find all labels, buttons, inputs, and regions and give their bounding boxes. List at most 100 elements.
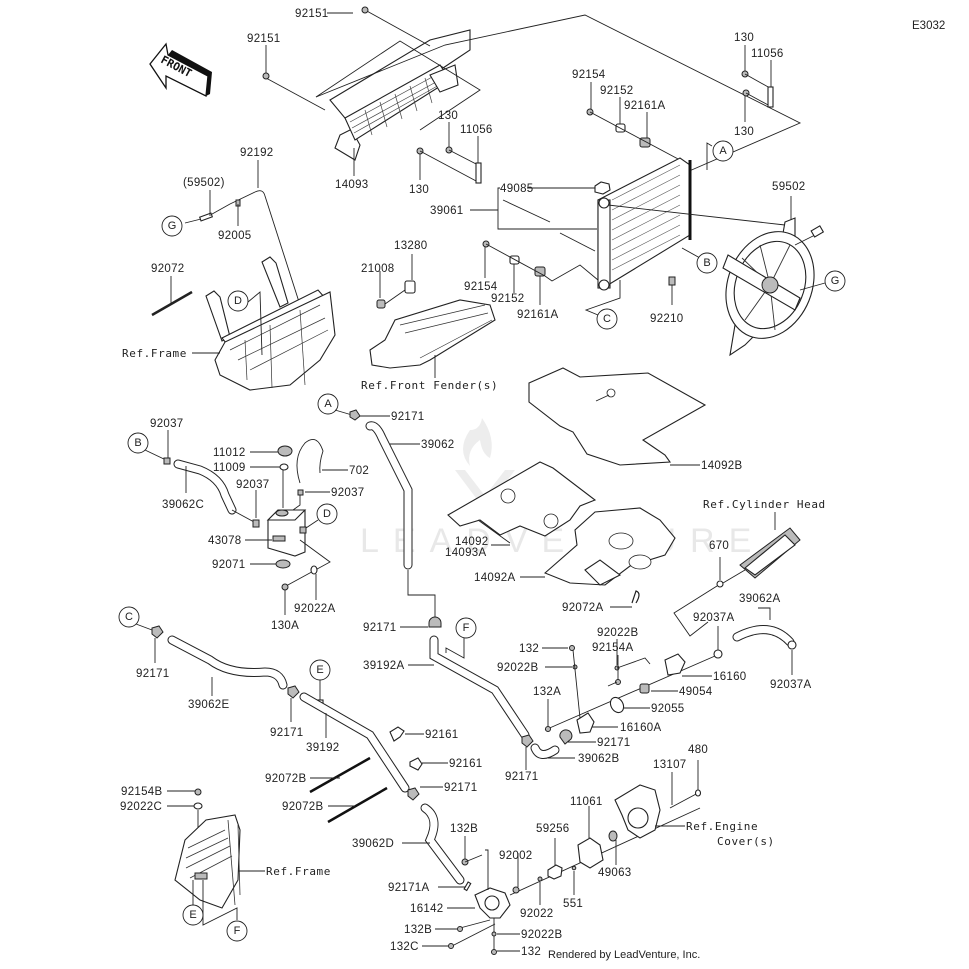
- callout-C-top: C: [584, 280, 621, 330]
- label-132-top[interactable]: 132: [519, 643, 539, 655]
- label-130A[interactable]: 130A: [271, 620, 299, 632]
- label-92152-mid[interactable]: 92152: [491, 293, 524, 305]
- label-13280[interactable]: 13280: [394, 240, 427, 252]
- label-551[interactable]: 551: [563, 898, 583, 910]
- label-92022B-bot[interactable]: 92022B: [521, 929, 562, 941]
- label-132A[interactable]: 132A: [533, 686, 561, 698]
- ref-front-fender[interactable]: Ref.Front Fender(s): [361, 379, 498, 392]
- label-92022C[interactable]: 92022C: [120, 801, 162, 813]
- label-92037-d[interactable]: 92037: [236, 479, 269, 491]
- label-480[interactable]: 480: [688, 744, 708, 756]
- ref-frame-bottom[interactable]: Ref.Frame: [266, 865, 331, 878]
- label-43078[interactable]: 43078: [208, 535, 241, 547]
- label-92210[interactable]: 92210: [650, 313, 683, 325]
- label-132B-top[interactable]: 132B: [450, 823, 478, 835]
- label-92005[interactable]: 92005: [218, 230, 251, 242]
- svg-text:C: C: [603, 313, 611, 325]
- label-92072B-a[interactable]: 92072B: [265, 773, 306, 785]
- label-92022B-r[interactable]: 92022B: [597, 627, 638, 639]
- label-39062B[interactable]: 39062B: [578, 753, 619, 765]
- label-16160A[interactable]: 16160A: [620, 722, 661, 734]
- label-14092[interactable]: 14092: [455, 536, 488, 548]
- label-130-a[interactable]: 130: [438, 110, 458, 122]
- label-49054[interactable]: 49054: [679, 686, 713, 698]
- label-92055[interactable]: 92055: [651, 703, 684, 715]
- label-39061[interactable]: 39061: [430, 205, 463, 217]
- label-92161-b[interactable]: 92161: [449, 758, 482, 770]
- label-92022[interactable]: 92022: [520, 908, 553, 920]
- label-21008[interactable]: 21008: [361, 263, 394, 275]
- label-92071[interactable]: 92071: [212, 559, 245, 571]
- label-16160[interactable]: 16160: [713, 671, 746, 683]
- label-13107[interactable]: 13107: [653, 759, 686, 771]
- label-11009[interactable]: 11009: [213, 462, 246, 474]
- ref-engine-cover-2[interactable]: Cover(s): [717, 835, 775, 848]
- label-132-bot[interactable]: 132: [521, 946, 541, 958]
- label-92171-d[interactable]: 92171: [270, 727, 303, 739]
- label-39062[interactable]: 39062: [421, 439, 454, 451]
- label-92154A[interactable]: 92154A: [592, 642, 633, 654]
- label-92192[interactable]: 92192: [240, 147, 273, 159]
- label-11056-a[interactable]: 11056: [460, 124, 493, 136]
- label-92171-g[interactable]: 92171: [505, 771, 538, 783]
- label-92151-left[interactable]: 92151: [247, 33, 280, 45]
- label-92002[interactable]: 92002: [499, 850, 532, 862]
- label-92072A[interactable]: 92072A: [562, 602, 603, 614]
- label-92154B[interactable]: 92154B: [121, 786, 162, 798]
- label-92072[interactable]: 92072: [151, 263, 184, 275]
- svg-text:A: A: [719, 145, 727, 157]
- label-14093A[interactable]: 14093A: [445, 547, 486, 559]
- label-702[interactable]: 702: [349, 465, 369, 477]
- label-14093[interactable]: 14093: [335, 179, 368, 191]
- ref-cylinder-head[interactable]: Ref.Cylinder Head: [703, 498, 826, 511]
- label-92152-top[interactable]: 92152: [600, 85, 633, 97]
- label-16142[interactable]: 16142: [410, 903, 443, 915]
- label-92171-f[interactable]: 92171: [597, 737, 630, 749]
- label-92151-top[interactable]: 92151: [295, 8, 328, 20]
- label-132C[interactable]: 132C: [390, 941, 419, 953]
- label-11061[interactable]: 11061: [570, 796, 603, 808]
- label-14092B[interactable]: 14092B: [701, 460, 742, 472]
- label-49085[interactable]: 49085: [500, 183, 533, 195]
- label-92037A-bot[interactable]: 92037A: [770, 679, 811, 691]
- label-92037-c[interactable]: 92037: [331, 487, 364, 499]
- label-132B-bot[interactable]: 132B: [404, 924, 432, 936]
- label-92171-c[interactable]: 92171: [136, 668, 169, 680]
- label-92022B-l[interactable]: 92022B: [497, 662, 538, 674]
- label-39192A[interactable]: 39192A: [363, 660, 404, 672]
- label-670[interactable]: 670: [709, 540, 729, 552]
- label-59502[interactable]: 59502: [772, 181, 805, 193]
- label-92037A-top[interactable]: 92037A: [693, 612, 734, 624]
- label-11012[interactable]: 11012: [213, 447, 246, 459]
- label-59256[interactable]: 59256: [536, 823, 569, 835]
- label-92161A-top[interactable]: 92161A: [624, 100, 665, 112]
- label-92037-b[interactable]: 92037: [150, 418, 183, 430]
- label-39062A[interactable]: 39062A: [739, 593, 780, 605]
- label-59502-paren[interactable]: (59502): [183, 177, 225, 189]
- label-39062E[interactable]: 39062E: [188, 699, 229, 711]
- label-130-c[interactable]: 130: [734, 32, 754, 44]
- label-92171A[interactable]: 92171A: [388, 882, 429, 894]
- label-11056-b[interactable]: 11056: [751, 48, 784, 60]
- label-39192[interactable]: 39192: [306, 742, 339, 754]
- label-92154-mid[interactable]: 92154: [464, 281, 498, 293]
- label-92171-e[interactable]: 92171: [444, 782, 477, 794]
- label-39062D[interactable]: 39062D: [352, 838, 394, 850]
- label-92022A[interactable]: 92022A: [294, 603, 335, 615]
- label-92171-a[interactable]: 92171: [391, 411, 424, 423]
- ref-frame-top[interactable]: Ref.Frame: [122, 347, 187, 360]
- label-92154-top[interactable]: 92154: [572, 69, 606, 81]
- label-92161-a[interactable]: 92161: [425, 729, 458, 741]
- label-14092A[interactable]: 14092A: [474, 572, 515, 584]
- label-92171-b[interactable]: 92171: [363, 622, 396, 634]
- label-92161A-mid[interactable]: 92161A: [517, 309, 558, 321]
- label-49063[interactable]: 49063: [598, 867, 631, 879]
- label-130-d[interactable]: 130: [734, 126, 754, 138]
- watermark: LEADVENTURE: [360, 418, 751, 560]
- label-92072B-b[interactable]: 92072B: [282, 801, 323, 813]
- label-39062C[interactable]: 39062C: [162, 499, 204, 511]
- label-130-b[interactable]: 130: [409, 184, 429, 196]
- ref-engine-cover-1[interactable]: Ref.Engine: [686, 820, 758, 833]
- callout-F-left: F: [202, 880, 248, 942]
